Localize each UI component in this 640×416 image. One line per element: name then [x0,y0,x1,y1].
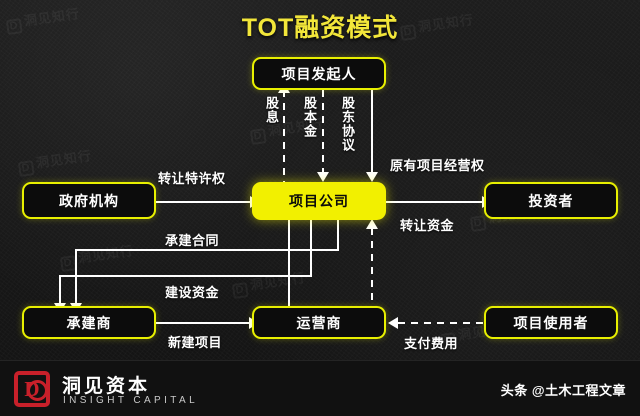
edge-label-equity-capital: 股本金 [302,96,317,138]
edge-dividend-line [283,90,285,182]
node-operator-label: 运营商 [296,314,342,331]
edge-operator-revenue-arrowhead [366,219,378,229]
edge-label-original-operating-right: 原有项目经营权 [390,158,485,173]
node-project-user[interactable]: 项目使用者 [484,306,618,339]
edge-operator-revenue-line [371,228,373,306]
brand-name-cn: 洞见资本 [62,376,151,397]
edge-new-project-line [156,322,251,324]
credit-text: 头条 @土木工程文章 [500,383,626,398]
edge-construction-funds-descend [59,275,61,306]
edge-label-pay-fees: 支付费用 [404,336,459,351]
page-title: TOT融资模式 [241,14,399,42]
node-project-company-label: 项目公司 [289,193,349,209]
node-project-initiator[interactable]: 项目发起人 [252,57,386,90]
watermark-badge-icon: D [17,160,35,178]
edge-construction-funds-drop [310,220,312,276]
brand-name-en: INSIGHT CAPITAL [63,395,199,406]
edge-label-new-project: 新建项目 [168,335,223,350]
node-project-company[interactable]: 项目公司 [252,182,386,220]
edge-construction-funds-run [59,275,312,277]
edge-equity-capital-arrowhead [317,172,329,182]
edge-label-construction-contract: 承建合同 [165,233,220,248]
watermark-badge-icon: D [469,215,487,233]
edge-construction-contract-drop [337,220,339,250]
watermark-badge-icon: D [249,128,267,146]
edge-shareholder-agreement-arrowhead [366,172,378,182]
edge-label-construction-funds: 建设资金 [165,285,220,300]
node-government-agency-label: 政府机构 [59,192,119,209]
watermark-badge-icon: D [231,282,249,300]
node-contractor-label: 承建商 [66,314,112,331]
edge-pay-fees-arrowhead [388,317,398,329]
edge-construction-contract-descend [75,249,77,306]
edge-transfer-franchise-line [156,201,252,203]
node-investor[interactable]: 投资者 [484,182,618,219]
edge-construction-contract-run [75,249,339,251]
edge-shareholder-agreement-line [371,90,373,175]
node-contractor[interactable]: 承建商 [22,306,156,339]
node-operator[interactable]: 运营商 [252,306,386,339]
node-investor-label: 投资者 [528,192,574,209]
node-government-agency[interactable]: 政府机构 [22,182,156,219]
edge-label-shareholder-agreement: 股东协议 [340,96,355,152]
edge-label-transfer-funds: 转让资金 [400,218,455,233]
edge-label-dividend: 股息 [264,96,279,124]
edge-equity-capital-line [322,90,324,175]
node-project-user-label: 项目使用者 [513,314,589,331]
footer-bar: D 洞见资本 INSIGHT CAPITAL 头条 @土木工程文章 [0,360,640,416]
insight-capital-logo-icon: D [14,371,50,407]
edge-operator-company-line [288,220,290,306]
edge-pay-fees-line [398,322,483,324]
edge-label-transfer-franchise: 转让特许权 [158,171,226,186]
edge-transfer-to-investor-line [385,201,484,203]
node-project-initiator-label: 项目发起人 [281,65,357,82]
